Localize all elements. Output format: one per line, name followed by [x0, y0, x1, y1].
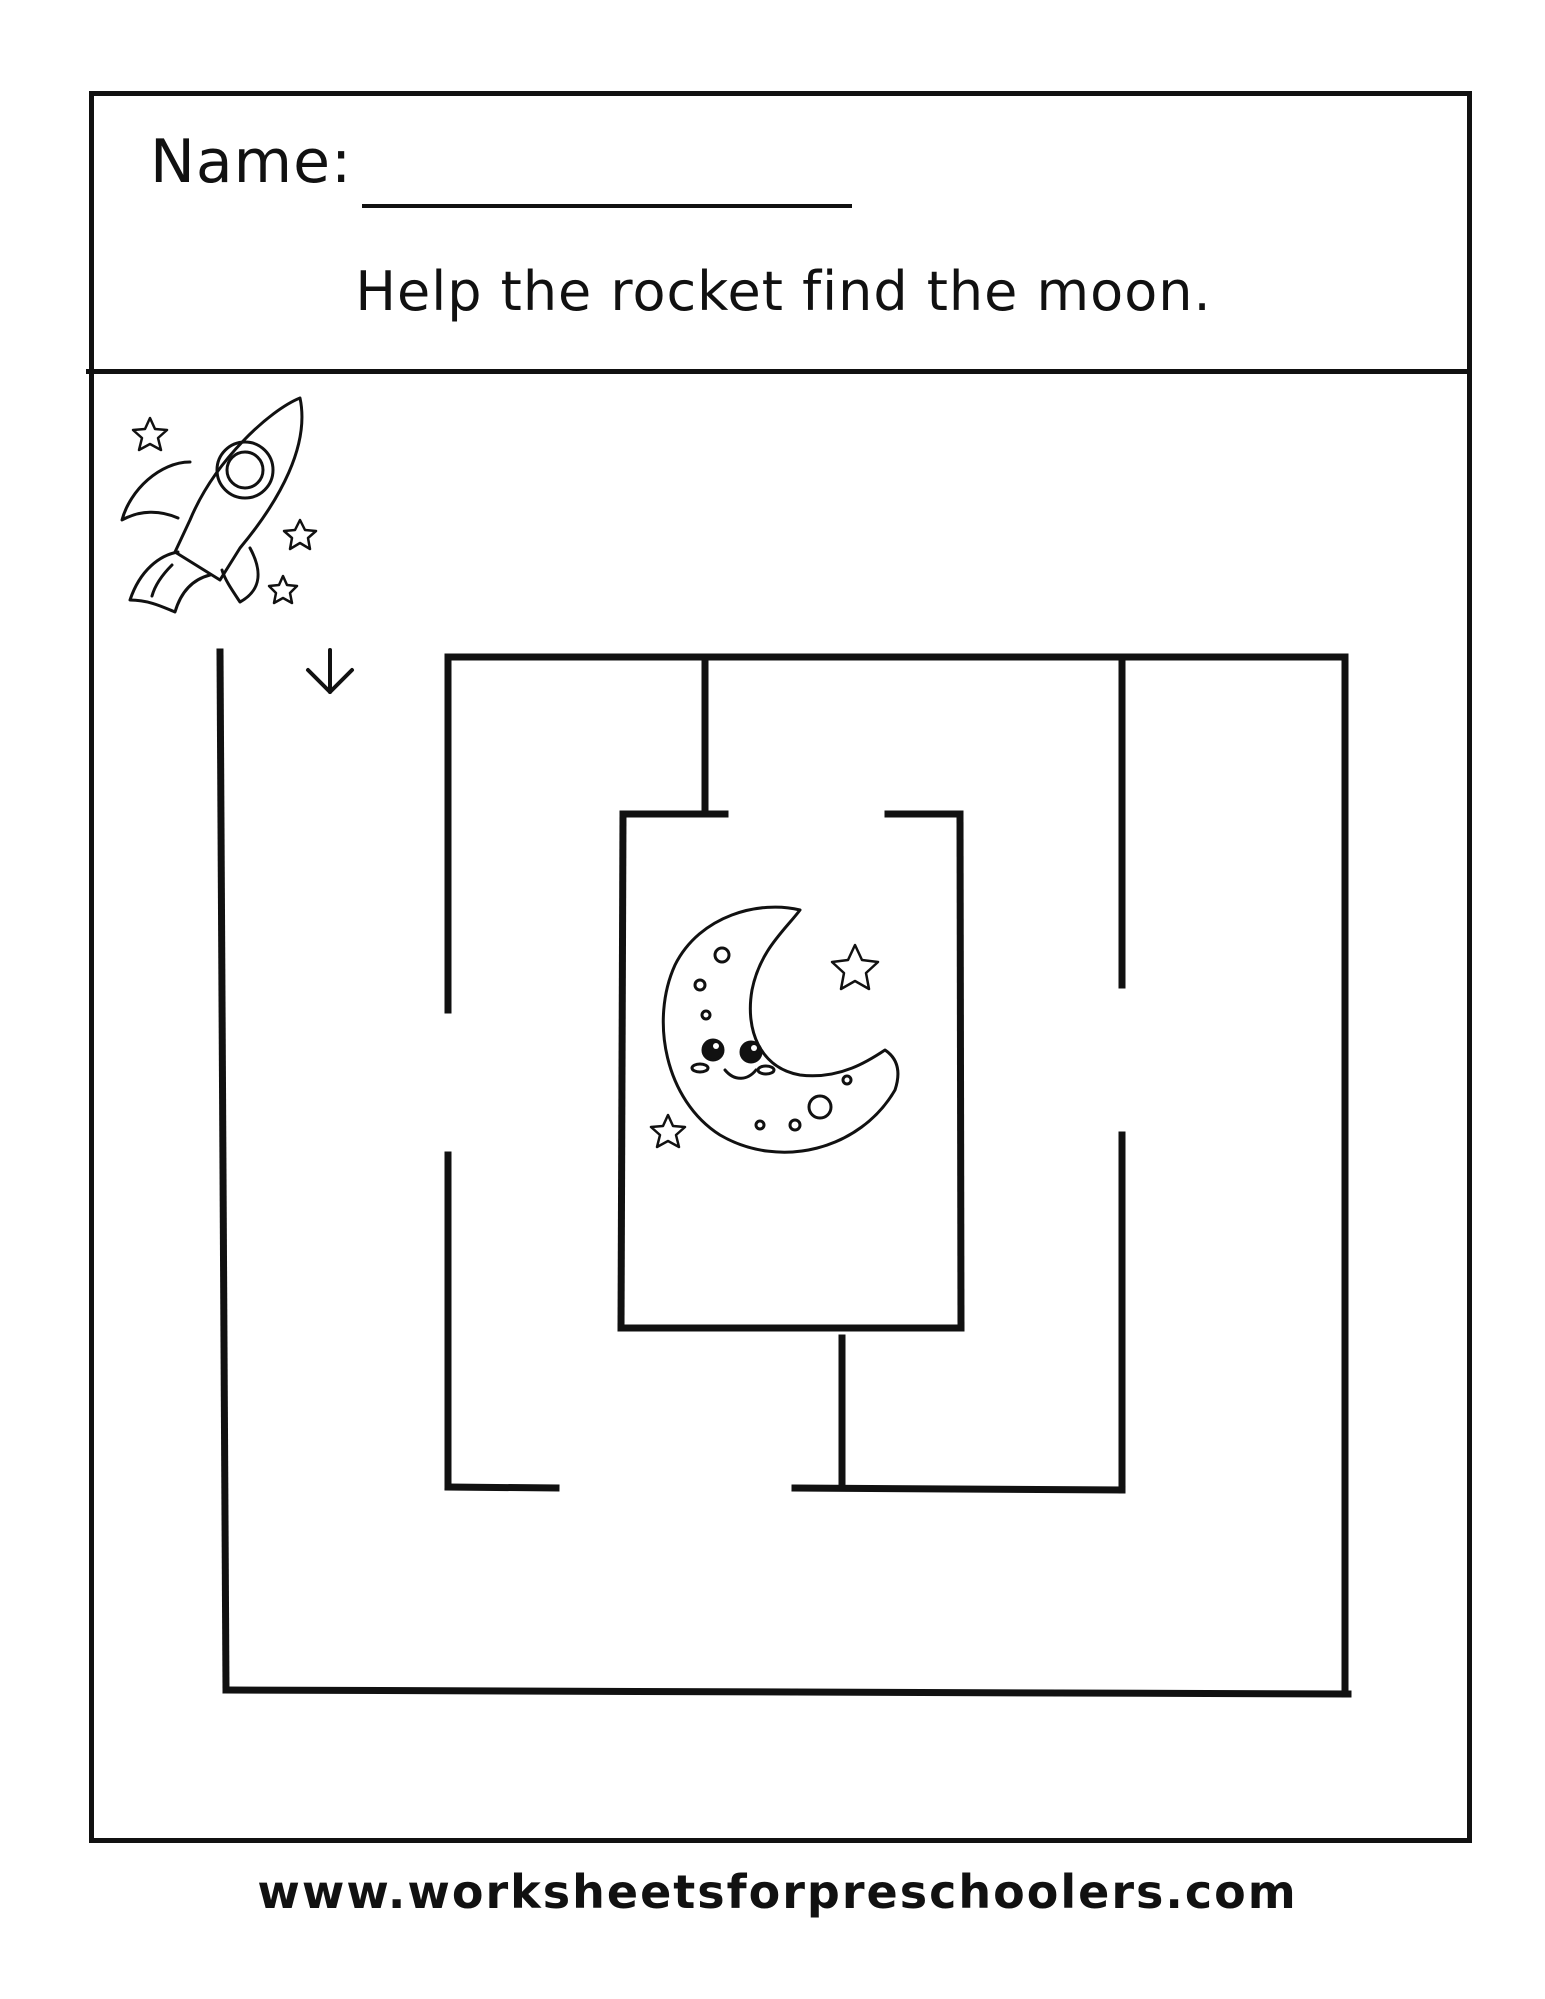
star-icon — [267, 574, 299, 605]
moon-icon — [661, 905, 900, 1154]
star-icon — [131, 416, 169, 452]
star-icon — [649, 1113, 687, 1149]
worksheet-border — [89, 91, 1472, 1843]
rocket-icon — [120, 396, 304, 614]
instruction-text: Help the rocket find the moon. — [355, 260, 1212, 323]
name-field[interactable] — [362, 204, 852, 208]
header-divider — [86, 369, 1470, 374]
star-icon — [830, 943, 880, 991]
star-icon — [282, 518, 318, 551]
down-arrow-icon — [306, 648, 354, 694]
maze-walls — [216, 648, 1352, 1698]
name-label: Name: — [150, 127, 353, 197]
footer-url[interactable]: www.worksheetsforpreschoolers.com — [257, 1865, 1298, 1919]
